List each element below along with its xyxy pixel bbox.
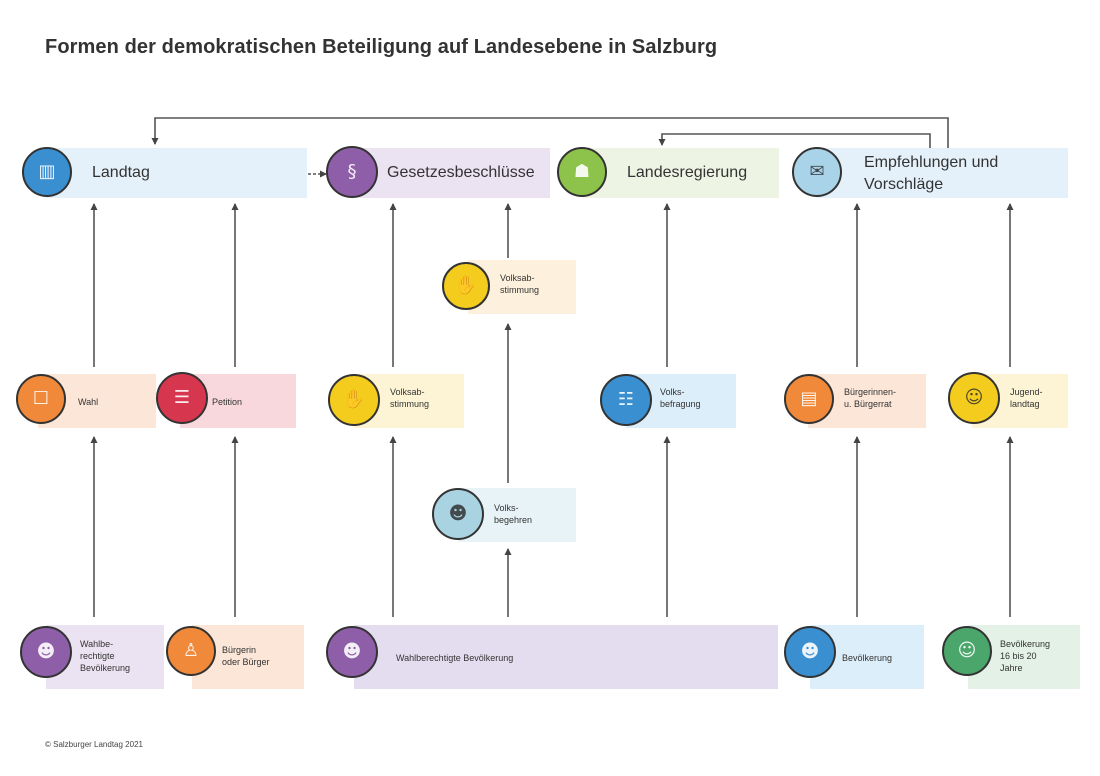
population-group-icon: ☻ [326,626,378,678]
volksbegehren-label: Volks- begehren [494,503,533,525]
box-landesregierung [582,148,779,198]
diagram-title: Formen der demokratischen Beteiligung au… [45,36,718,58]
jugendlandtag-label: Jugend- landtag [1010,387,1043,409]
box-gesetzesbeschluesse [350,148,550,198]
people-group-icon: ☻ [432,488,484,540]
gesetz-label: Gesetzesbeschlüsse [387,164,535,181]
wahlberechtigte-left-label: Wahlbe- rechtigte Bevölkerung [80,639,131,673]
landtag-label: Landtag [92,164,150,181]
regierung-label: Landesregierung [627,164,748,181]
box-wahlberechtigte-center [354,625,778,689]
voting-hands-icon: ✋ [442,262,490,310]
loop-arrow-gesetz-to-landtag [151,117,949,148]
box-empfehlungen [816,148,1068,198]
volksabstimmung-top-label: Volksab- stimmung [500,273,540,295]
petition-label: Petition [212,397,243,407]
speech-recommendation-icon: ✉ [792,147,842,197]
box-landtag [45,148,307,198]
buergerrat-label: Bürgerinnen- u. Bürgerrat [844,387,897,409]
petition-signature-icon: ☰ [156,372,208,424]
government-group-icon: ☗ [557,147,607,197]
law-book-icon: § [326,146,378,198]
copyright-footer: © Salzburger Landtag 2021 [45,740,143,749]
empfehlungen-label: Empfehlungen und Vorschläge [864,154,999,193]
bevoelkerung-16-20-label: Bevölkerung 16 bis 20 Jahre [1000,639,1051,673]
survey-people-icon: ☷ [600,374,652,426]
volksbefragung-label: Volks- befragung [660,387,701,409]
voting-hands-icon: ✋ [328,374,380,426]
volksabstimmung-label: Volksab- stimmung [390,387,430,409]
young-people-icon: ☺ [942,626,992,676]
round-table-icon: ▤ [784,374,834,424]
youth-group-icon: ☺ [948,372,1000,424]
parliament-building-icon: ▥ [22,147,72,197]
bevoelkerung-label: Bevölkerung [842,653,893,663]
wahl-label: Wahl [78,397,99,407]
loop-arrow-empfehlungen-to-regierung [658,133,931,148]
buergerin-label: Bürgerin oder Bürger [222,645,270,667]
population-group-icon: ☻ [20,626,72,678]
population-icon: ☻ [784,626,836,678]
single-person-icon: ♙ [166,626,216,676]
ballot-box-icon: ☐ [16,374,66,424]
wahlberechtigte-center-label: Wahlberechtigte Bevölkerung [396,653,514,663]
